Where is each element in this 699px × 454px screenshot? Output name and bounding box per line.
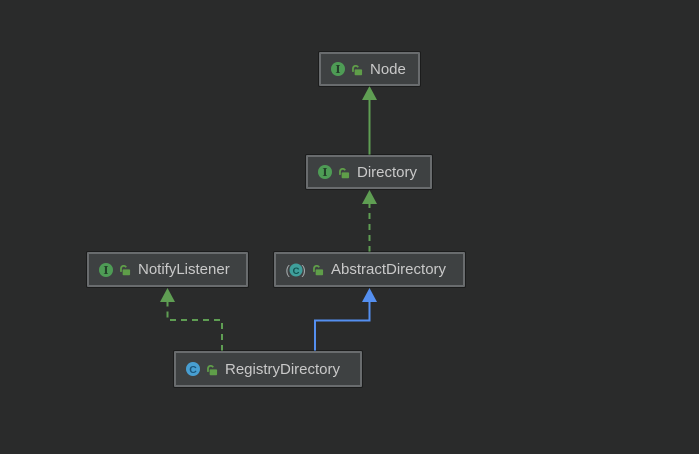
edge-registrydirectory-implements-notifylistener-line: [166, 302, 223, 351]
class-node-label: AbstractDirectory: [331, 261, 447, 278]
class-node-label: Directory: [357, 163, 418, 181]
edge-abstractdirectory-implements-directory-arrowhead: [362, 190, 377, 204]
interface-icon: I: [330, 61, 346, 77]
public-lock-icon: [205, 363, 218, 376]
edge-registrydirectory-implements-notifylistener-arrowhead: [160, 288, 175, 302]
edge-registrydirectory-extends-abstractdirectory-arrowhead: [362, 288, 377, 302]
class-node-registry-directory[interactable]: C RegistryDirectory: [174, 351, 362, 387]
public-lock-icon: [337, 166, 350, 179]
class-icon: C: [185, 361, 201, 377]
interface-icon: I: [317, 164, 333, 180]
svg-text:I: I: [103, 264, 108, 277]
svg-text:(: (: [286, 262, 291, 277]
edge-directory-extends-node-arrowhead: [362, 86, 377, 100]
class-node-label: NotifyListener: [138, 261, 230, 278]
svg-text:I: I: [335, 63, 340, 76]
edge-registrydirectory-extends-abstractdirectory-line: [314, 302, 371, 351]
class-node-notify-listener[interactable]: I NotifyListener: [87, 252, 248, 287]
public-lock-icon: [350, 63, 363, 76]
class-node-label: RegistryDirectory: [225, 360, 341, 378]
public-lock-icon: [311, 263, 324, 276]
public-lock-icon: [118, 263, 131, 276]
svg-text:C: C: [189, 364, 197, 376]
class-node-directory[interactable]: I Directory: [306, 155, 432, 189]
class-node-node[interactable]: I Node: [319, 52, 420, 86]
class-node-label: Node: [370, 60, 406, 78]
interface-icon: I: [98, 262, 114, 278]
svg-text:I: I: [322, 166, 327, 179]
svg-text:): ): [302, 262, 306, 277]
class-node-abstract-directory[interactable]: (C) AbstractDirectory: [274, 252, 465, 287]
abstract-class-icon: (C): [285, 262, 307, 278]
svg-text:C: C: [293, 265, 300, 276]
